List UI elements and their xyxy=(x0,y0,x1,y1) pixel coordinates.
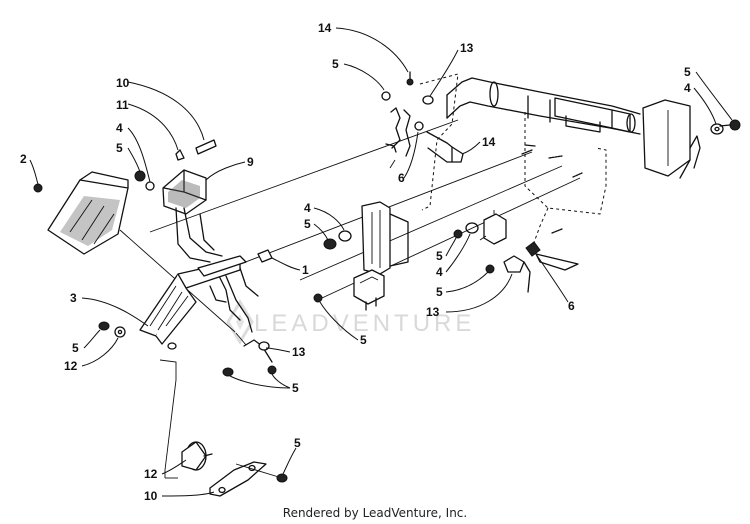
callout-11: 12 xyxy=(144,467,158,481)
render-credit: Rendered by LeadVenture, Inc. xyxy=(283,506,467,520)
nut-5-lower-middle xyxy=(313,293,323,303)
callout-10: 10 xyxy=(144,489,158,503)
callout-3: 3 xyxy=(70,291,77,305)
washer-4-right xyxy=(465,222,479,234)
watermark-logo-icon xyxy=(226,299,254,345)
nut-5-link xyxy=(276,473,288,483)
clip-8 xyxy=(195,139,217,155)
callout-5-bottom-left: 5 xyxy=(72,341,79,355)
callout-5-middle: 5 xyxy=(304,217,311,231)
leader-lines xyxy=(29,27,733,497)
nut-5-top xyxy=(381,91,391,101)
callout-4-left: 4 xyxy=(116,121,123,135)
callout-13-left: 13 xyxy=(292,345,306,359)
bolt-14-top xyxy=(406,71,434,105)
nut-5-lower-b xyxy=(222,367,234,377)
screw-2 xyxy=(33,183,43,193)
callout-14-top: 14 xyxy=(318,21,332,35)
callout-4-middle: 4 xyxy=(304,201,311,215)
nut-5-lower-a xyxy=(267,365,277,375)
console-panel xyxy=(419,73,607,271)
connector-13-left xyxy=(243,339,273,363)
callout-2: 2 xyxy=(20,152,27,166)
callout-4-right-top: 4 xyxy=(684,81,691,95)
nut-5-bottom-left xyxy=(98,321,110,331)
grommet-6 xyxy=(525,241,541,257)
callout-12-bottom-left: 12 xyxy=(64,359,78,373)
tail-light-housing xyxy=(47,171,129,255)
wiring-harness xyxy=(175,207,259,333)
watermark-text: LEADVENTURE xyxy=(254,310,475,337)
nut-5-right-lower xyxy=(485,264,495,274)
studs xyxy=(521,149,583,234)
washer-4-middle xyxy=(338,230,352,242)
callout-1: 1 xyxy=(302,263,309,277)
voltage-regulator xyxy=(361,201,409,275)
watermark: LEADVENTURE xyxy=(226,299,475,345)
callout-5-top: 5 xyxy=(332,57,339,71)
callout-13-right: 13 xyxy=(426,305,440,319)
handlebar-assembly xyxy=(446,77,741,179)
wire-bracket-top xyxy=(385,107,424,157)
module-right xyxy=(479,210,507,245)
callout-5-right-top: 5 xyxy=(684,65,691,79)
bolt-14-middle xyxy=(426,131,464,163)
callout-12-top: 13 xyxy=(460,41,474,55)
connector-1 xyxy=(257,249,273,263)
callout-6-top: 6 xyxy=(398,171,405,185)
clip-9 xyxy=(175,149,185,161)
callout-4-right: 4 xyxy=(436,265,443,279)
callout-labels: 2 10 11 4 5 9 1 3 5 12 13 5 12 10 5 14 5… xyxy=(20,21,691,503)
nut-5-right xyxy=(453,229,463,239)
callout-6-right: 6 xyxy=(568,299,575,313)
callout-14-middle: 14 xyxy=(482,135,496,149)
callout-7: 9 xyxy=(247,155,254,169)
sensor-13-right xyxy=(503,255,531,293)
washer-12 xyxy=(114,326,126,338)
mounting-bracket xyxy=(139,255,247,350)
link-bolt-line xyxy=(235,463,283,479)
callout-9: 11 xyxy=(116,98,129,112)
callout-5-lower-middle: 5 xyxy=(360,333,367,347)
callout-5-left: 5 xyxy=(116,141,123,155)
callout-5-right: 5 xyxy=(436,249,443,263)
nut-5-left xyxy=(134,170,146,182)
callout-8: 10 xyxy=(116,76,130,90)
rubber-mount xyxy=(181,441,213,471)
washer-4-left xyxy=(145,181,155,191)
relay xyxy=(353,269,385,311)
callout-5-link: 5 xyxy=(294,436,301,450)
callout-5-lower: 5 xyxy=(292,381,299,395)
nut-5-middle xyxy=(323,238,337,250)
callout-5-right-lower: 5 xyxy=(436,285,443,299)
junction-box xyxy=(162,169,207,215)
link-plate xyxy=(209,461,267,497)
